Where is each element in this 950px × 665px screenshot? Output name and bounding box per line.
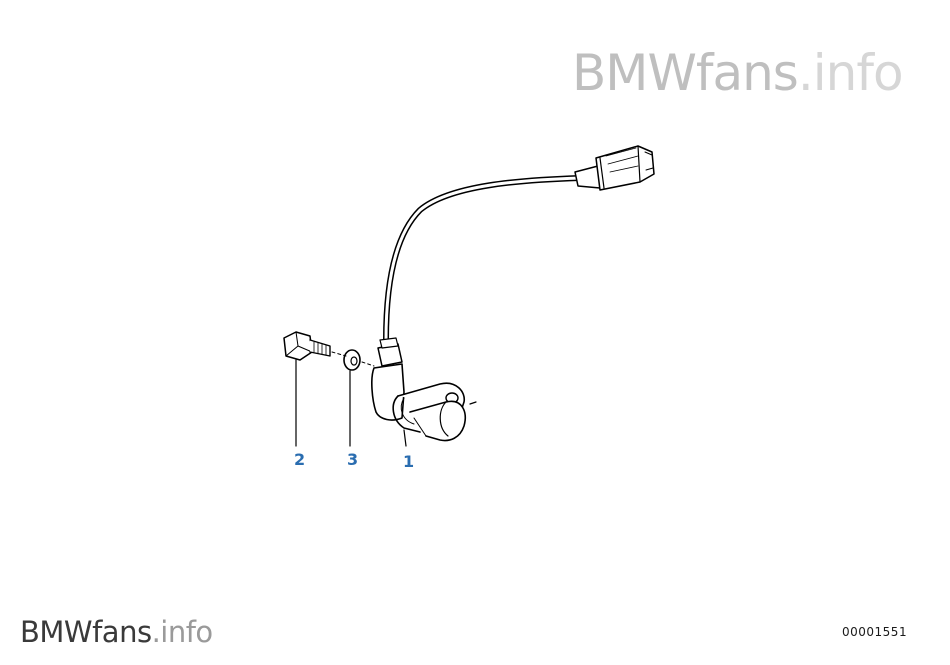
watermark-bottom-suffix: .info xyxy=(151,615,214,649)
hex-bolt xyxy=(283,331,331,361)
watermark-top-suffix: .info xyxy=(797,44,904,102)
watermark-top: BMWfans.info xyxy=(572,40,904,106)
diagram-number: 00001551 xyxy=(842,625,908,639)
sensor-body xyxy=(371,337,477,442)
assembly-line xyxy=(331,351,375,367)
watermark-bottom: BMWfans.info xyxy=(20,612,213,652)
washer xyxy=(343,349,361,371)
sensor-cable xyxy=(383,175,583,343)
connector-plug xyxy=(574,145,655,191)
callout-2: 2 xyxy=(294,450,306,469)
callout-3: 3 xyxy=(347,450,359,469)
callout-1: 1 xyxy=(403,452,415,471)
watermark-bottom-brand: BMWfans xyxy=(20,615,152,649)
watermark-top-brand: BMWfans xyxy=(572,44,799,102)
leader-line-1 xyxy=(403,429,407,447)
